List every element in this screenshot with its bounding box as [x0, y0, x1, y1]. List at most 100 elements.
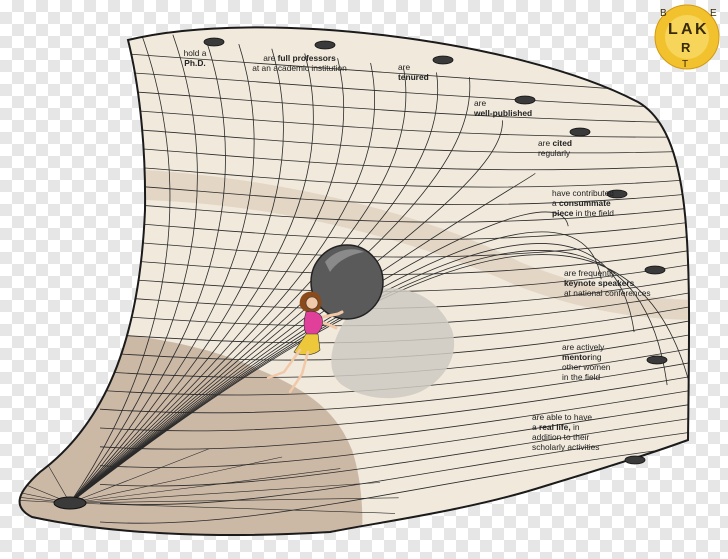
- milestone-hole-keynote-speakers: [644, 265, 666, 275]
- label-line: piece in the field: [552, 208, 614, 218]
- logo-letter: B: [660, 8, 667, 19]
- figure-shirt: [303, 310, 323, 337]
- figure-leg: [266, 348, 302, 380]
- grid-line: [69, 254, 690, 504]
- label-line: addition to their: [532, 432, 590, 442]
- milestone-label-tenured: are tenured: [398, 62, 458, 82]
- label-line: are frequently: [564, 268, 616, 278]
- milestone-label-mentoring: are actively mentoring other women in th…: [562, 342, 642, 382]
- grid-line: [69, 456, 283, 504]
- label-line: a real life, in: [532, 422, 580, 432]
- label-line: hold a: [183, 48, 207, 58]
- grid-line: [99, 416, 690, 487]
- label-line: at national conferences: [564, 288, 651, 298]
- label-line: are cited: [538, 138, 572, 148]
- grid-line: [99, 70, 690, 110]
- grid-line: [19, 463, 71, 504]
- grid-line: [69, 29, 171, 504]
- grid-line: [99, 444, 690, 524]
- label-line: in the field: [562, 372, 601, 382]
- figure-arm: [316, 310, 344, 320]
- milestone-label-keynote-speakers: are frequently keynote speakers at natio…: [564, 268, 674, 298]
- label-line: are full professors: [263, 53, 336, 63]
- milestone-label-real-life: are able to have a real life, in additio…: [532, 412, 632, 452]
- grid-line: [69, 211, 569, 504]
- grid-line: [69, 62, 376, 504]
- grid-line: [69, 443, 128, 504]
- grid-line: [69, 120, 503, 504]
- logo-letter: R: [681, 40, 691, 55]
- grid-line: [69, 468, 341, 504]
- grid-line: [99, 402, 690, 468]
- grid-line: [19, 456, 71, 504]
- grid-line: [99, 360, 690, 414]
- logo-inner-circle: [665, 15, 709, 59]
- grid-line: [99, 202, 690, 223]
- grid-line: [69, 448, 210, 504]
- logo-letter: K: [695, 21, 707, 38]
- label-line: are able to have: [532, 412, 593, 422]
- figure-leg: [288, 350, 310, 394]
- label-line: scholarly activities: [532, 442, 600, 452]
- label-line: mentoring: [562, 352, 602, 362]
- label-line: are: [474, 98, 487, 108]
- blake-art-logo: B L A K E R T: [654, 4, 720, 70]
- milestone-label-full-professors: are full professors at an academic insti…: [242, 53, 357, 73]
- surface-outline: [18, 26, 691, 536]
- logo-letter: A: [681, 21, 693, 38]
- label-line: regularly: [538, 148, 571, 158]
- label-line: tenured: [398, 72, 429, 82]
- milestone-hole-phd: [203, 37, 225, 47]
- grid-line: [69, 482, 381, 504]
- grid-line: [69, 173, 536, 504]
- grid-line: [69, 58, 345, 504]
- grid-line: [99, 108, 690, 138]
- grid-line: [69, 502, 396, 514]
- grid-line: [99, 183, 690, 206]
- grid-line: [99, 89, 690, 124]
- label-line: are actively: [562, 342, 605, 352]
- label-line: have contributed: [552, 188, 614, 198]
- label-line: other women: [562, 362, 611, 372]
- figure-head: [305, 296, 319, 310]
- grid-line: [69, 250, 668, 504]
- milestone-label-cited: are cited regularly: [538, 138, 608, 158]
- grid-line: [99, 126, 690, 154]
- milestone-hole-well-published: [514, 95, 536, 105]
- milestone-hole-mentoring: [646, 355, 668, 365]
- logo-letter: T: [682, 59, 688, 70]
- boulder-highlight: [325, 249, 364, 272]
- grid-line: [99, 374, 690, 432]
- milestone-hole-tenured: [432, 55, 454, 65]
- boulder: [310, 244, 384, 320]
- label-line: are: [398, 62, 411, 72]
- grid-line: [19, 474, 71, 504]
- milestone-hole-cited: [569, 127, 591, 137]
- label-line: a consummate: [552, 198, 611, 208]
- milestone-label-phd: hold a Ph.D.: [170, 48, 220, 68]
- grid-line: [69, 497, 399, 504]
- label-line: Ph.D.: [184, 58, 206, 68]
- grid-line: [69, 34, 198, 504]
- grid-line: [69, 39, 226, 504]
- milestone-hole-consummate-piece: [606, 189, 628, 199]
- grid-line: [99, 164, 690, 188]
- bottom-hole: [53, 496, 87, 510]
- label-line: keynote speakers: [564, 278, 635, 288]
- grid-line: [99, 430, 690, 505]
- grid-line: [69, 53, 314, 504]
- grid-line: [69, 43, 255, 504]
- grid-line: [99, 220, 690, 241]
- milestone-label-well-published: are well-published: [474, 98, 554, 118]
- grid-line: [99, 388, 690, 450]
- label-line: at an academic institution: [252, 63, 347, 73]
- grid-line: [69, 243, 635, 504]
- milestone-hole-full-professors: [314, 40, 336, 50]
- grid-line: [69, 231, 602, 504]
- woman-pushing-boulder-figure: [266, 291, 344, 394]
- logo-letter: E: [710, 8, 717, 19]
- logo-letter: L: [668, 21, 678, 38]
- milestone-label-consummate-piece: have contributed a consummate piece in t…: [552, 188, 642, 218]
- label-line: well-published: [474, 108, 533, 118]
